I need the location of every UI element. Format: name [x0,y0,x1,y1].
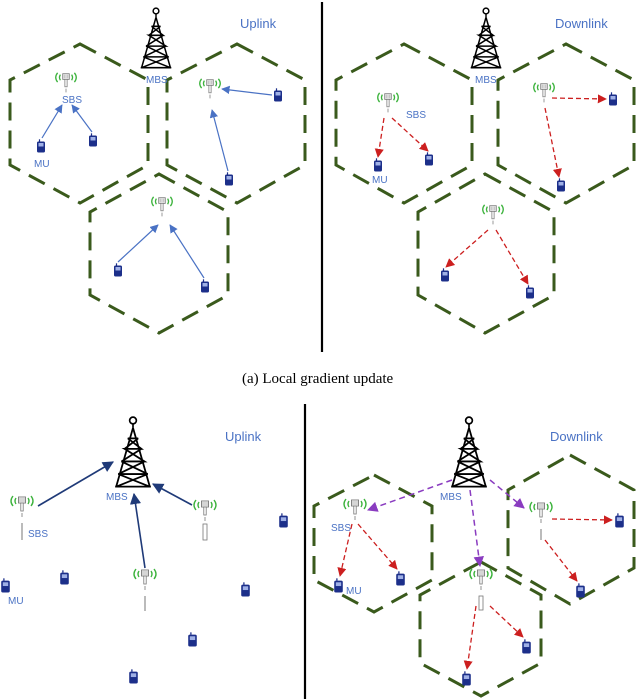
small-cell-icon [529,501,553,524]
sbs-label: SBS [28,529,48,540]
mobile-device-icon [278,513,289,528]
mobile-device-icon [395,571,406,586]
small-cell-icon [533,82,555,104]
mbs-to-sbs-arrow [489,479,525,509]
mobile-device-icon [113,263,123,277]
hexagon-cell [312,473,434,614]
mobile-device-icon [521,639,532,654]
hexagon-cell [418,560,543,698]
downlink-arrow [445,229,489,268]
hexagon-cell [496,42,636,205]
panel-a: Uplink Downlink MBS MBS SBS SBS MU MU [8,2,636,387]
hexagon-cell [506,453,636,606]
downlink-arrow [463,605,477,670]
mobile-device-icon [59,570,70,585]
sbs-to-mbs-arrow [152,483,193,506]
hexagon-cell [8,42,150,205]
sbs-label: SBS [331,523,351,534]
panel-a-caption: (a) Local gradient update [242,371,394,387]
small-cell-icon [469,568,493,591]
small-cell-icon [133,568,157,591]
downlink-arrow [391,117,429,152]
uplink-arrow [117,224,159,263]
mu-label: MU [346,586,362,597]
uplink-arrow [41,104,63,139]
mbs-to-sbs-arrow [469,489,484,568]
uplink-arrow [71,104,93,133]
downlink-arrow [551,515,613,525]
downlink-arrow [544,107,562,178]
mobile-device-icon [525,285,535,299]
uplink-title: Uplink [240,16,277,31]
downlink-arrow [495,229,529,285]
downlink-arrow [489,605,524,638]
mobile-device-icon [0,578,11,593]
sbs-label: SBS [406,110,426,121]
mobile-device-icon [187,632,198,647]
macro-tower-icon [450,416,488,488]
mobile-device-icon [461,671,472,686]
small-cell-icon [193,499,217,522]
mobile-device-icon [333,578,344,593]
mobile-device-icon [575,583,586,598]
mobile-device-icon [556,178,566,192]
downlink-arrow [374,117,385,158]
small-cell-icon [55,72,77,94]
mobile-device-icon [440,268,450,282]
panel-b: Uplink Downlink MBS MBS SBS SBS MU MU [0,404,636,699]
mobile-device-icon [224,172,234,186]
mobile-device-icon [373,158,383,172]
sbs-label: SBS [62,95,82,106]
sbs-pole [478,595,484,611]
small-cell-icon [151,196,173,218]
mu-label: MU [8,596,24,607]
macro-tower-icon [114,416,152,488]
downlink-arrow [357,523,398,570]
hexagon-cell [334,42,474,205]
mobile-device-icon [614,513,625,528]
mobile-device-icon [200,279,210,293]
uplink-title: Uplink [225,429,262,444]
hexagon-cell [88,172,230,335]
small-cell-icon [199,78,221,100]
downlink-title: Downlink [550,429,603,444]
small-cell-icon [343,498,367,521]
uplink-arrow [209,109,229,172]
mu-label: MU [34,159,50,170]
mobile-device-icon [128,669,139,684]
hexagon-cell [416,172,556,335]
small-cell-icon [482,204,504,226]
macro-tower-icon [139,7,173,69]
small-cell-icon [377,92,399,114]
sbs-to-mbs-arrow [129,492,146,569]
mbs-to-sbs-arrow [367,479,453,512]
downlink-arrow [551,94,607,104]
macro-tower-icon [469,7,503,69]
downlink-title: Downlink [555,16,608,31]
downlink-arrow [544,539,578,582]
small-cell-icon [10,495,34,518]
mbs-label: MBS [475,75,497,86]
mobile-device-icon [88,133,98,147]
mu-label: MU [372,175,388,186]
mbs-label: MBS [440,492,462,503]
uplink-arrow [169,224,205,279]
uplink-arrow [221,85,273,96]
sbs-to-mbs-arrow [37,461,114,507]
mobile-device-icon [608,92,618,106]
mobile-device-icon [424,152,434,166]
mobile-device-icon [273,88,283,102]
hexagon-cell [165,42,307,205]
mbs-label: MBS [146,75,168,86]
downlink-arrow [337,523,353,577]
sbs-pole [202,523,208,541]
mbs-label: MBS [106,492,128,503]
mobile-device-icon [36,139,46,153]
mobile-device-icon [240,582,251,597]
